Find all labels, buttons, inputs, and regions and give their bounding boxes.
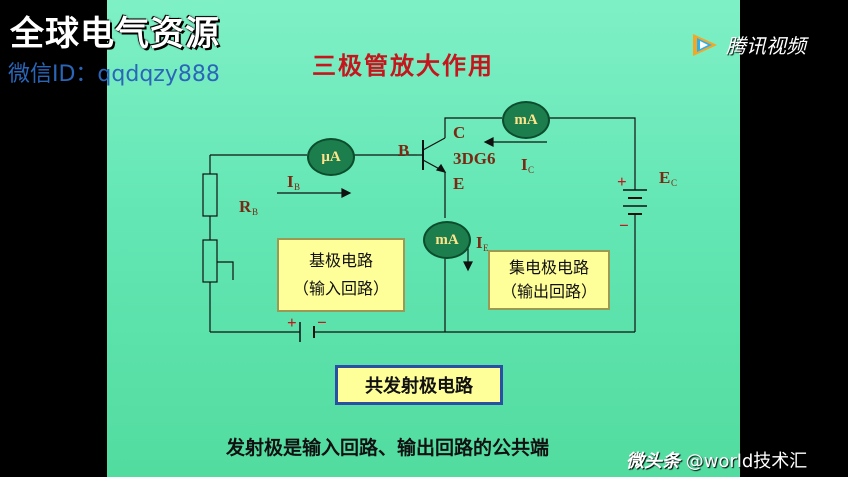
- watermark-wechat-id: 微信ID：qqdqzy888: [8, 62, 220, 87]
- emitter-arrow-head: [435, 163, 447, 173]
- label-ic-sub: C: [528, 165, 535, 175]
- resistor-pot: [202, 239, 218, 283]
- pot-wiper: [217, 261, 234, 280]
- resistor-rb: [202, 173, 218, 217]
- label-ie: I: [476, 233, 483, 252]
- label-emitter: E: [453, 174, 465, 193]
- base-circuit-title: 基极电路: [308, 251, 373, 270]
- transistor-collector-leg: [422, 137, 446, 151]
- toutiao-watermark: 微头条 @world技术汇: [626, 447, 807, 473]
- label-ic: I: [521, 155, 528, 174]
- label-model: 3DG6: [453, 149, 496, 168]
- common-emitter-box: 共发射极电路: [335, 365, 503, 405]
- slide-title: 三极管放大作用: [312, 52, 494, 80]
- label-eb-minus: −: [317, 313, 327, 332]
- label-ec: E: [659, 168, 671, 187]
- wire-collector-top: [546, 117, 636, 190]
- milliammeter-emitter: mA: [423, 221, 471, 259]
- collector-circuit-title: 集电极电路: [508, 258, 589, 277]
- base-circuit-subtitle: （输入回路）: [292, 279, 389, 298]
- toutiao-brand: 微头条: [626, 451, 680, 472]
- label-ec-plus: +: [617, 172, 627, 191]
- wire-collector-up: [444, 117, 502, 138]
- milliammeter-collector: mA: [502, 101, 550, 139]
- collector-circuit-subtitle: （输出回路）: [500, 282, 597, 301]
- tencent-video-label: 腾讯视频: [726, 34, 806, 58]
- tencent-play-icon: [693, 33, 717, 56]
- tencent-video-logo: 腾讯视频: [690, 30, 806, 59]
- label-eb-plus: +: [287, 313, 297, 332]
- label-ec-sub: C: [671, 178, 678, 188]
- circuit-diagram: [202, 117, 647, 342]
- microammeter: μA: [307, 138, 355, 176]
- slide-footer: 发射极是输入回路、输出回路的公共端: [226, 437, 550, 459]
- label-ie-sub: E: [483, 243, 489, 253]
- label-collector: C: [453, 123, 466, 142]
- label-rb: R: [239, 197, 252, 216]
- label-ib: I: [287, 172, 294, 191]
- base-circuit-box: 基极电路 （输入回路）: [277, 238, 405, 312]
- label-ec-minus: −: [619, 216, 629, 235]
- toutiao-handle: @world技术汇: [685, 451, 808, 472]
- label-ib-sub: B: [294, 182, 301, 192]
- slide: 三极管放大作用 μA mA mA B C 3DG6 E I B I C I E …: [107, 0, 740, 477]
- label-rb-sub: B: [252, 207, 259, 217]
- watermark-title: 全球电气资源: [10, 14, 220, 54]
- collector-circuit-box: 集电极电路 （输出回路）: [488, 250, 610, 310]
- label-base: B: [398, 141, 410, 160]
